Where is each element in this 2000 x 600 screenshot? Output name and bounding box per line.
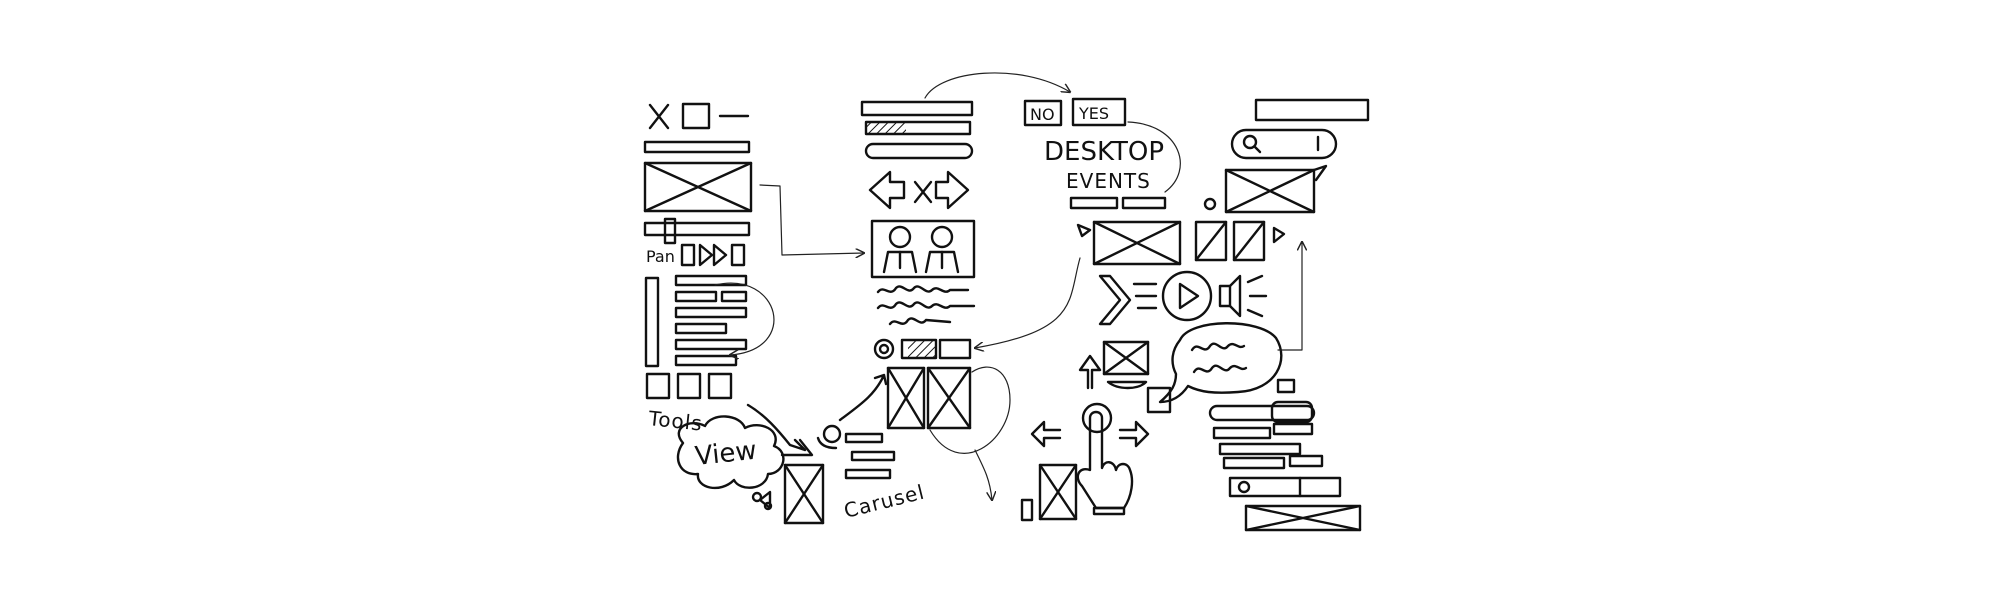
bar-sketch bbox=[1222, 456, 1286, 470]
search-field-sketch[interactable] bbox=[1230, 128, 1338, 160]
slider-sketch bbox=[643, 217, 751, 245]
image-placeholder bbox=[643, 161, 753, 213]
loop-arrow bbox=[714, 282, 775, 355]
scribble-text-sketch bbox=[876, 285, 976, 326]
yes-label: YES bbox=[1078, 104, 1109, 123]
u-right-column: Carusel bbox=[816, 100, 1011, 523]
small-box-sketch bbox=[1276, 378, 1296, 394]
carousel-label: Carusel bbox=[841, 480, 927, 523]
corner-tab-sketch bbox=[1312, 164, 1328, 182]
media-controls-sketch bbox=[680, 243, 746, 267]
chevron-list-sketch bbox=[1098, 274, 1158, 326]
bar-sketch bbox=[1288, 454, 1324, 468]
x-letter: NO YES DESKTOP EVENTS bbox=[1020, 97, 1370, 532]
play-icon[interactable] bbox=[1161, 270, 1213, 322]
no-button-sketch[interactable]: NO bbox=[1023, 99, 1063, 127]
loop-arrow bbox=[1127, 121, 1181, 193]
no-label: NO bbox=[1030, 105, 1055, 124]
dot-tail-sketch bbox=[816, 436, 838, 450]
thumb-row-sketch bbox=[645, 372, 733, 400]
down-arrow bbox=[974, 449, 992, 500]
bar-sketch bbox=[643, 140, 751, 154]
bar-sketch bbox=[1218, 442, 1302, 456]
image-placeholder-pair bbox=[886, 366, 972, 430]
checkbox-sketch bbox=[681, 102, 711, 130]
bar-sketch bbox=[1121, 196, 1167, 210]
dot-sketch bbox=[822, 424, 842, 444]
arrow-head-sketch bbox=[780, 438, 814, 457]
profile-card-sketch bbox=[870, 219, 976, 279]
image-placeholder-tall bbox=[1038, 463, 1078, 521]
connector-arrow bbox=[924, 72, 1070, 99]
checkbox-sketch bbox=[1146, 386, 1172, 414]
bar-sketch bbox=[1069, 196, 1119, 210]
half-circle-sketch bbox=[1106, 380, 1148, 390]
slider-sketch[interactable] bbox=[1208, 400, 1316, 424]
events-label: EVENTS bbox=[1066, 169, 1151, 193]
image-tiles-sketch bbox=[1194, 220, 1286, 262]
radio-field-sketch[interactable] bbox=[1228, 476, 1342, 498]
small-box-sketch bbox=[1020, 498, 1034, 522]
speech-bubble-sketch bbox=[1158, 322, 1283, 404]
search-icon bbox=[1242, 134, 1258, 150]
progress-bar-sketch bbox=[864, 120, 972, 136]
hatched-bar-sketch bbox=[1254, 98, 1370, 122]
bar-sketch bbox=[1272, 422, 1314, 436]
radio-row-sketch bbox=[873, 338, 972, 360]
hatched-pill-sketch bbox=[864, 142, 974, 160]
bar-sketch bbox=[844, 432, 884, 444]
bar-sketch bbox=[860, 100, 974, 117]
bar-sketch bbox=[844, 468, 892, 480]
curved-arrow-sketch bbox=[746, 403, 807, 452]
view-label: View bbox=[694, 436, 759, 472]
pointer-sketch bbox=[1076, 223, 1092, 238]
image-placeholder bbox=[1092, 220, 1182, 266]
bar-sketch bbox=[850, 450, 896, 462]
touch-gesture-sketch[interactable] bbox=[1030, 354, 1150, 516]
connector-arrow bbox=[1277, 242, 1302, 351]
bar-sketch bbox=[1212, 426, 1272, 440]
pan-label: Pan bbox=[646, 247, 675, 266]
nav-arrows-sketch bbox=[868, 170, 970, 210]
dot-sketch bbox=[1203, 197, 1217, 211]
image-placeholder-tall bbox=[783, 463, 825, 525]
play-triangle-sketch bbox=[758, 490, 772, 510]
up-arrow-sketch bbox=[838, 373, 888, 422]
yes-button-sketch[interactable]: YES bbox=[1071, 97, 1127, 127]
loop-arrow bbox=[929, 366, 1011, 454]
image-placeholder-small bbox=[1102, 340, 1150, 376]
close-icon bbox=[648, 103, 670, 130]
tools-label: Tools bbox=[646, 406, 703, 436]
connector-arrow bbox=[975, 257, 1081, 348]
image-placeholder bbox=[1224, 168, 1316, 214]
scroll-list-sketch bbox=[644, 274, 748, 368]
speaker-icon[interactable] bbox=[1218, 274, 1268, 318]
image-placeholder-wide bbox=[1244, 504, 1362, 532]
u-left-column: Pan Tools View bbox=[643, 102, 825, 525]
desktop-label: DESKTOP bbox=[1044, 137, 1164, 167]
connector-arrow bbox=[759, 184, 864, 255]
